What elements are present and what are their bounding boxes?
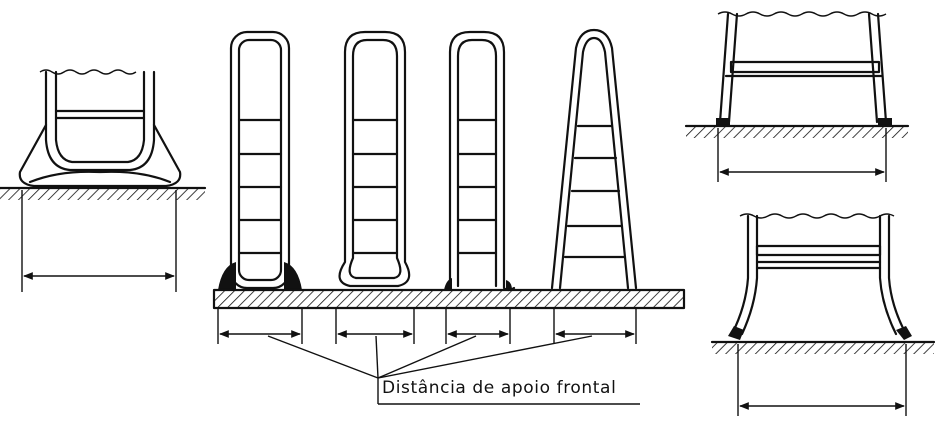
front-support-dimensions bbox=[217, 308, 637, 344]
ladder-1 bbox=[218, 30, 302, 290]
caption-front-support-distance: Distância de apoio frontal bbox=[382, 378, 616, 398]
right-bottom-ladder bbox=[710, 213, 935, 416]
middle-ladders-group: Distância de apoio frontal bbox=[212, 28, 686, 405]
right-top-ladder bbox=[684, 11, 910, 182]
ladder-3 bbox=[444, 30, 516, 292]
ladder-4 bbox=[550, 28, 638, 290]
left-ladder-with-stabilizer bbox=[0, 69, 207, 292]
caption-leader-lines bbox=[267, 335, 640, 405]
ladder-2 bbox=[338, 30, 411, 288]
